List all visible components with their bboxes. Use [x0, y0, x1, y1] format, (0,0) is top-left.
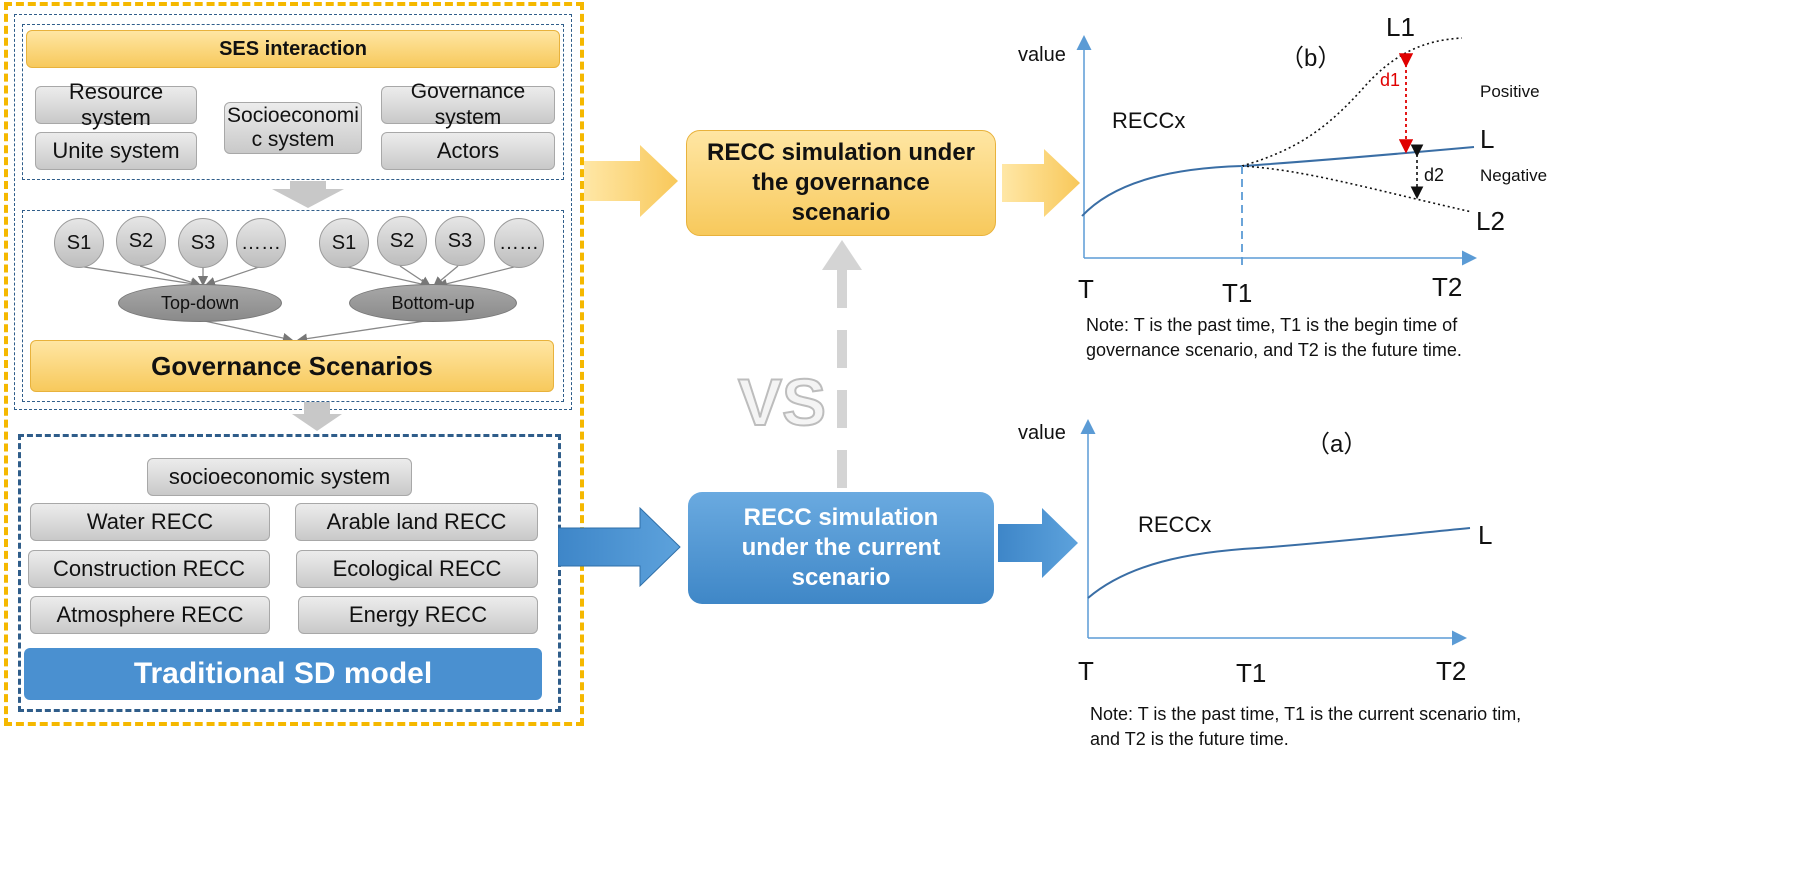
- grey-down-arrow-1: [272, 181, 344, 208]
- scenario-circle-s3-a: S3: [178, 218, 228, 268]
- scenario-circle-s2-b: S2: [377, 216, 427, 266]
- plot-b-l-label: L: [1480, 124, 1495, 154]
- plot-b: [1076, 35, 1477, 268]
- plot-a-label: （a）: [1306, 431, 1368, 458]
- current-simulation-label: RECC simulation under the current scenar…: [741, 504, 941, 591]
- governance-system-box: Governance system: [381, 80, 555, 129]
- plot-a-note: Note: T is the past time, T1 is the curr…: [1090, 704, 1522, 749]
- plot-a-ylabel: value: [1018, 422, 1066, 444]
- scenario-circle-s3-b: S3: [435, 216, 485, 266]
- plot-b-ylabel: value: [1018, 44, 1066, 66]
- energy-recc-box: Energy RECC: [298, 596, 538, 634]
- scenario-circle-s1-a: S1: [54, 218, 104, 268]
- water-recc-box: Water RECC: [30, 503, 270, 541]
- orange-right-arrow-left: [584, 145, 678, 217]
- plot-b-curve-l1: [1241, 37, 1463, 167]
- plot-a-tick-t: T: [1078, 656, 1094, 686]
- ses-interaction-title: SES interaction: [26, 30, 560, 68]
- plot-b-curve-l2: [1241, 165, 1473, 213]
- plot-a-l-label: L: [1478, 520, 1493, 550]
- scenario-circle-more-a: ……: [236, 218, 286, 268]
- plot-a-tick-t2: T2: [1436, 656, 1467, 686]
- blue-right-arrow-right: [998, 508, 1078, 578]
- scenario-circle-more-b: ……: [494, 218, 544, 268]
- orange-right-arrow-right: [1002, 149, 1080, 217]
- ses-frame: [22, 24, 564, 180]
- grey-dashed-up-arrow: [822, 240, 862, 492]
- vs-label: VS: [737, 364, 827, 440]
- plot-b-curve-label: RECCx: [1112, 108, 1186, 133]
- ecological-recc-box: Ecological RECC: [296, 550, 538, 588]
- top-down-ellipse: Top-down: [118, 284, 282, 322]
- current-simulation-box: RECC simulation under the current scenar…: [688, 492, 994, 604]
- outer-frame: [4, 2, 584, 726]
- blue-right-arrow-left: [558, 506, 681, 588]
- plot-b-note: Note: T is the past time, T1 is the begi…: [1086, 315, 1462, 360]
- atmosphere-recc-box: Atmosphere RECC: [30, 596, 270, 634]
- plot-a-curve-l: [1087, 527, 1471, 599]
- bottom-up-ellipse: Bottom-up: [349, 284, 517, 322]
- socioeconomic-system-sd-box: socioeconomic system: [147, 458, 412, 496]
- plot-b-d1-label: d1: [1380, 70, 1401, 90]
- grey-down-arrow-2: [292, 402, 342, 431]
- traditional-sd-model-bar: Traditional SD model: [24, 648, 542, 700]
- plot-b-tick-t1: T1: [1222, 278, 1253, 308]
- unite-system-box: Unite system: [35, 132, 197, 170]
- plot-b-label: （b）: [1280, 45, 1342, 72]
- sd-model-frame: [18, 434, 561, 712]
- plot-b-tick-t2: T2: [1432, 272, 1463, 302]
- plot-a: [1080, 419, 1471, 646]
- plot-b-l2-label: L2: [1476, 206, 1505, 236]
- upper-frame: [14, 14, 572, 410]
- plot-b-negative-label: Negative: [1480, 166, 1548, 185]
- socioeconomic-system-box: Socioeconomi c system: [224, 102, 362, 154]
- plot-b-tick-t: T: [1078, 274, 1094, 304]
- governance-simulation-box: RECC simulation under the governance sce…: [686, 130, 996, 236]
- governance-scenarios-bar: Governance Scenarios: [30, 340, 554, 392]
- plot-b-l1-label: L1: [1386, 12, 1415, 42]
- plot-a-tick-t1: T1: [1236, 658, 1267, 688]
- governance-simulation-label: RECC simulation under the governance sce…: [706, 139, 976, 226]
- plot-b-d2-label: d2: [1424, 165, 1445, 185]
- plot-a-curve-label: RECCx: [1138, 512, 1212, 537]
- construction-recc-box: Construction RECC: [28, 550, 270, 588]
- scenario-circle-s1-b: S1: [319, 218, 369, 268]
- scenarios-frame: [22, 210, 564, 402]
- arable-land-recc-box: Arable land RECC: [295, 503, 538, 541]
- scenario-connectors: [77, 265, 519, 344]
- actors-box: Actors: [381, 132, 555, 170]
- scenario-circle-s2-a: S2: [116, 216, 166, 266]
- plot-b-positive-label: Positive: [1480, 82, 1540, 101]
- plot-b-curve-l: [1081, 146, 1475, 217]
